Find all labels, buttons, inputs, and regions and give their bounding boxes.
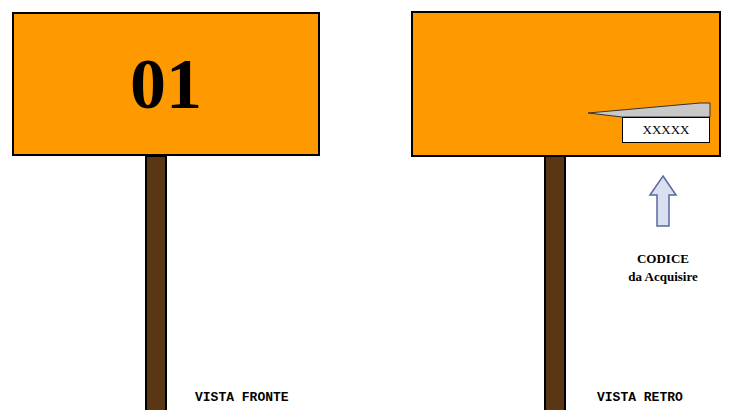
tag-flap [588, 103, 710, 117]
front-pole [146, 156, 166, 410]
node-text: XXXXX [643, 122, 690, 138]
back-pole [545, 156, 565, 410]
code-callout: CODICE da Acquisire [608, 250, 718, 285]
view-caption: VISTA RETRO [597, 390, 683, 405]
sign-board: 01 [12, 12, 320, 156]
node-text: 01 [130, 48, 202, 120]
pointer-arrow [650, 176, 676, 226]
view-caption: VISTA FRONTE [195, 390, 289, 405]
back-board [412, 12, 720, 156]
code-tag: XXXXX [622, 117, 710, 143]
